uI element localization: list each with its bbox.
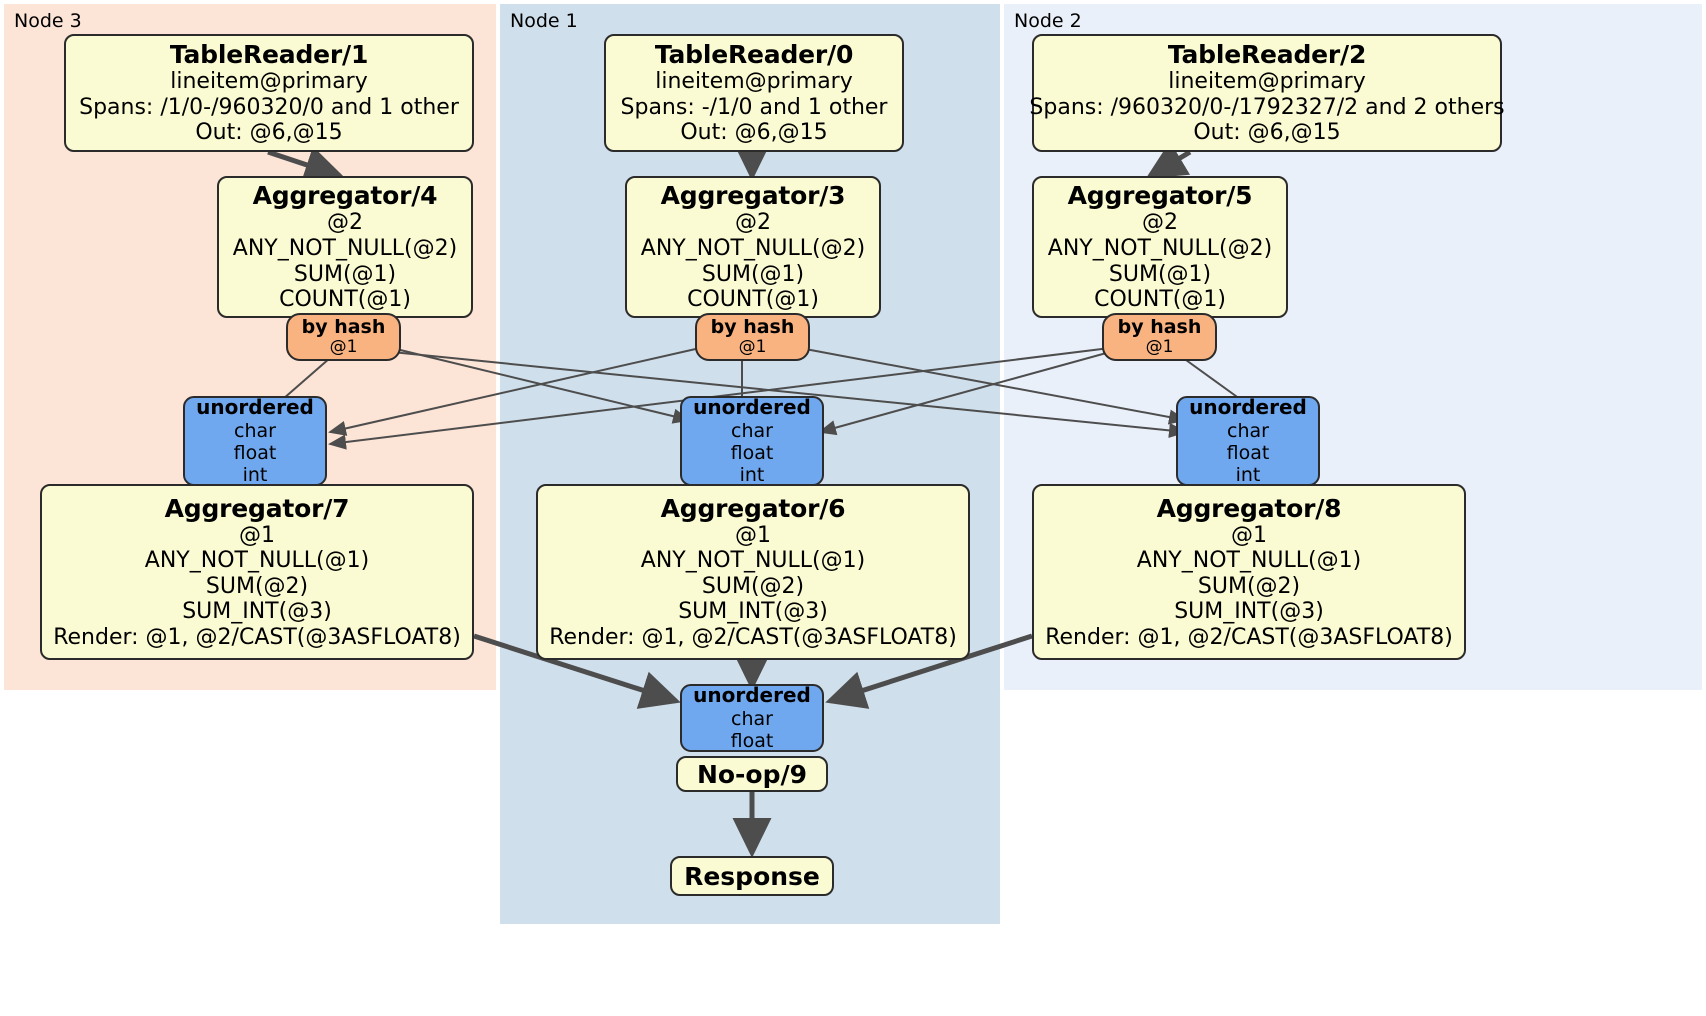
node-line: ANY_NOT_NULL(@1): [144, 548, 370, 574]
sync-title: unordered: [196, 395, 314, 420]
node-aggregator-6[interactable]: Aggregator/6 @1 ANY_NOT_NULL(@1) SUM(@2)…: [536, 484, 970, 660]
node-panel-label-node3: Node 3: [14, 10, 82, 32]
node-aggregator-3[interactable]: Aggregator/3 @2 ANY_NOT_NULL(@2) SUM(@1)…: [625, 176, 881, 318]
router-by-hash-right[interactable]: by hash @1: [1102, 313, 1217, 361]
node-line: SUM(@2): [701, 573, 805, 599]
node-panel-label-node2: Node 2: [1014, 10, 1082, 32]
node-line: Out: @6,@15: [1193, 120, 1341, 146]
node-line: Spans: /1/0-/960320/0 and 1 other: [79, 94, 459, 120]
sync-title: unordered: [693, 683, 811, 708]
router-line: @1: [1145, 337, 1174, 358]
node-tablereader-2[interactable]: TableReader/2 lineitem@primary Spans: /9…: [1029, 34, 1505, 152]
node-line: Render: @1, @2/CAST(@3ASFLOAT8): [1045, 624, 1453, 650]
sync-title: unordered: [693, 395, 811, 420]
node-tablereader-1[interactable]: TableReader/1 lineitem@primary Spans: /1…: [64, 34, 474, 152]
router-line: @1: [738, 337, 767, 358]
node-line: SUM(@2): [205, 573, 309, 599]
router-by-hash-left[interactable]: by hash @1: [286, 313, 401, 361]
node-title: Aggregator/4: [252, 181, 438, 211]
sync-unordered-right[interactable]: unordered char float int: [1176, 396, 1320, 486]
node-line: ANY_NOT_NULL(@2): [1047, 235, 1273, 261]
node-line: Render: @1, @2/CAST(@3ASFLOAT8): [549, 624, 957, 650]
node-line: @1: [735, 522, 771, 548]
node-tablereader-0[interactable]: TableReader/0 lineitem@primary Spans: -/…: [604, 34, 904, 152]
sync-unordered-final[interactable]: unordered char float: [680, 684, 824, 752]
router-line: @1: [329, 337, 358, 358]
node-title: TableReader/1: [169, 40, 369, 70]
node-line: SUM_INT(@3): [182, 599, 332, 625]
node-line: Spans: -/1/0 and 1 other: [620, 94, 888, 120]
router-title: by hash: [1117, 316, 1202, 339]
node-line: SUM(@1): [293, 261, 397, 287]
node-aggregator-7[interactable]: Aggregator/7 @1 ANY_NOT_NULL(@1) SUM(@2)…: [40, 484, 474, 660]
node-title: Response: [684, 861, 820, 891]
sync-line: char: [731, 419, 773, 442]
node-title: TableReader/2: [1167, 40, 1367, 70]
node-aggregator-5[interactable]: Aggregator/5 @2 ANY_NOT_NULL(@2) SUM(@1)…: [1032, 176, 1288, 318]
router-by-hash-mid[interactable]: by hash @1: [695, 313, 810, 361]
sync-line: int: [739, 463, 765, 486]
node-noop-9[interactable]: No-op/9: [676, 756, 828, 792]
sync-unordered-mid[interactable]: unordered char float int: [680, 396, 824, 486]
node-line: @2: [1142, 210, 1178, 236]
node-line: Out: @6,@15: [195, 120, 343, 146]
node-line: COUNT(@1): [279, 287, 411, 313]
node-line: Spans: /960320/0-/1792327/2 and 2 others: [1029, 94, 1505, 120]
node-response[interactable]: Response: [670, 856, 834, 896]
node-line: lineitem@primary: [1168, 69, 1366, 95]
router-title: by hash: [710, 316, 795, 339]
node-line: @1: [239, 522, 275, 548]
sync-line: int: [1235, 463, 1261, 486]
sync-line: float: [730, 441, 774, 464]
node-title: Aggregator/6: [660, 493, 846, 523]
sync-line: float: [1226, 441, 1270, 464]
node-line: Render: @1, @2/CAST(@3ASFLOAT8): [53, 624, 461, 650]
node-line: Out: @6,@15: [680, 120, 828, 146]
node-line: ANY_NOT_NULL(@2): [232, 235, 458, 261]
sync-line: char: [731, 707, 773, 730]
node-title: TableReader/0: [654, 40, 854, 70]
sync-line: int: [242, 463, 268, 486]
node-line: SUM_INT(@3): [1174, 599, 1324, 625]
sync-line: char: [234, 419, 276, 442]
node-title: No-op/9: [696, 759, 808, 789]
node-panel-label-node1: Node 1: [510, 10, 578, 32]
node-line: COUNT(@1): [1094, 287, 1226, 313]
node-line: lineitem@primary: [655, 69, 853, 95]
node-line: SUM(@1): [701, 261, 805, 287]
node-line: SUM(@2): [1197, 573, 1301, 599]
sync-line: float: [233, 441, 277, 464]
node-title: Aggregator/5: [1067, 181, 1253, 211]
node-title: Aggregator/8: [1156, 493, 1342, 523]
node-line: lineitem@primary: [170, 69, 368, 95]
node-line: SUM(@1): [1108, 261, 1212, 287]
node-line: ANY_NOT_NULL(@1): [640, 548, 866, 574]
node-line: @2: [327, 210, 363, 236]
node-title: Aggregator/3: [660, 181, 846, 211]
node-line: @1: [1231, 522, 1267, 548]
sync-unordered-left[interactable]: unordered char float int: [183, 396, 327, 486]
node-line: ANY_NOT_NULL(@2): [640, 235, 866, 261]
sync-title: unordered: [1189, 395, 1307, 420]
node-line: SUM_INT(@3): [678, 599, 828, 625]
router-title: by hash: [301, 316, 386, 339]
node-line: COUNT(@1): [687, 287, 819, 313]
node-title: Aggregator/7: [164, 493, 350, 523]
sync-line: float: [730, 729, 774, 752]
node-line: @2: [735, 210, 771, 236]
node-aggregator-8[interactable]: Aggregator/8 @1 ANY_NOT_NULL(@1) SUM(@2)…: [1032, 484, 1466, 660]
node-aggregator-4[interactable]: Aggregator/4 @2 ANY_NOT_NULL(@2) SUM(@1)…: [217, 176, 473, 318]
sync-line: char: [1227, 419, 1269, 442]
node-line: ANY_NOT_NULL(@1): [1136, 548, 1362, 574]
